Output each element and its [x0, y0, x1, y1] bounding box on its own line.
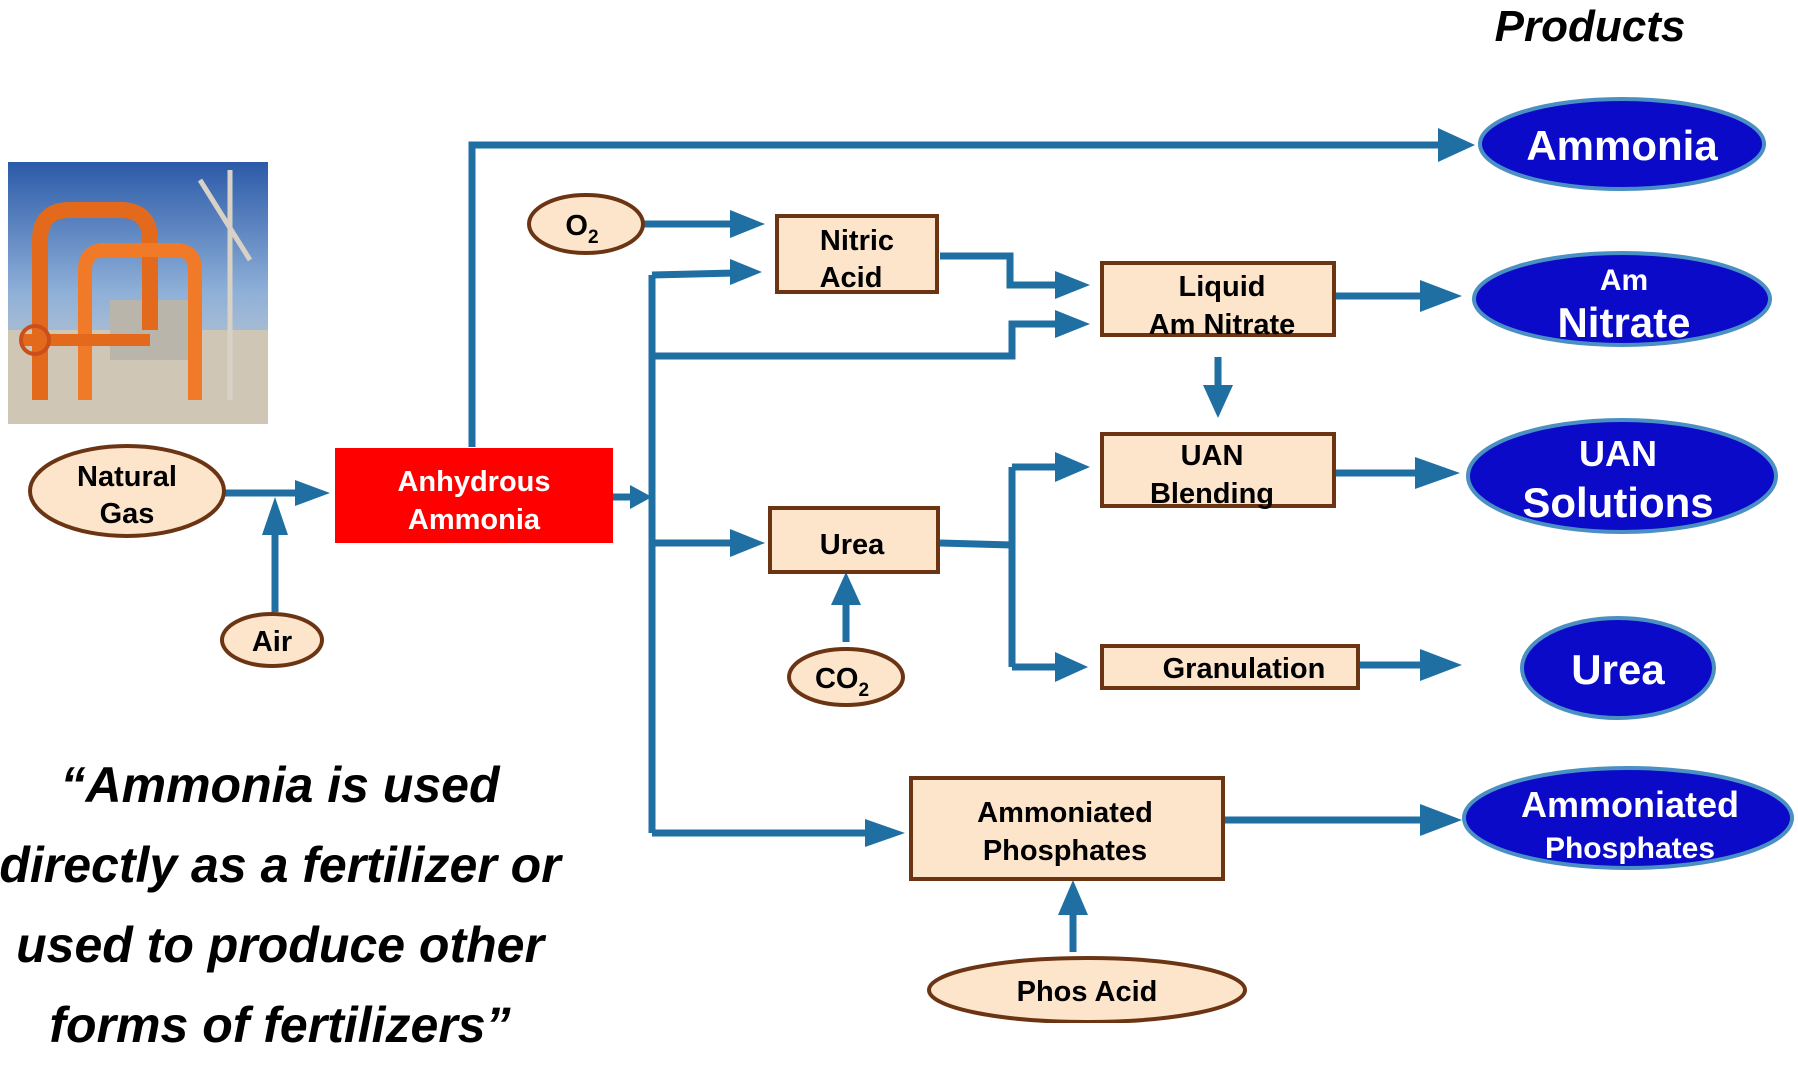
product-urea-label: Urea — [1571, 646, 1665, 693]
urea-process-label: Urea — [820, 529, 885, 561]
granulation-label: Granulation — [1163, 653, 1326, 685]
liquid-am-nitrate-box: Liquid Am Nitrate — [1100, 261, 1336, 341]
urea-box: Urea — [768, 506, 940, 574]
phos-acid-input: Phos Acid — [927, 956, 1247, 1023]
product-ammoniated-phosphates: Ammoniated Phosphates — [1462, 766, 1794, 870]
product-am-nitrate-label-1: Am — [1600, 264, 1648, 297]
product-uan-solutions-label-1: UAN — [1579, 433, 1657, 474]
quote-line-4: forms of fertilizers” — [49, 997, 511, 1053]
nitric-acid-label-1: Nitric — [820, 225, 894, 257]
product-uan-solutions: UAN Solutions — [1466, 418, 1778, 534]
ammonia-process-diagram: Natural Gas Air O2 CO2 Phos Acid Anhydro… — [8, 97, 1794, 1023]
ammoniated-phosphates-label-2: Phosphates — [983, 835, 1147, 867]
product-ammonia-label: Ammonia — [1526, 122, 1718, 169]
ammoniated-phosphates-box: Ammoniated Phosphates — [909, 776, 1225, 881]
ammoniated-phosphates-label-1: Ammoniated — [977, 797, 1153, 829]
air-input: Air — [220, 612, 324, 668]
product-ammoniated-phosphates-label-1: Ammoniated — [1521, 784, 1739, 825]
product-urea: Urea — [1520, 616, 1716, 720]
air-label: Air — [252, 626, 292, 658]
natural-gas-input: Natural Gas — [28, 444, 226, 538]
uan-blending-label-1: UAN — [1181, 440, 1244, 472]
product-uan-solutions-label-2: Solutions — [1522, 479, 1713, 526]
arrow-ammonia-to-product — [468, 141, 1440, 447]
liquid-am-nitrate-label-1: Liquid — [1179, 271, 1266, 303]
nitric-acid-label-2: Acid — [820, 262, 883, 294]
o2-label: O — [565, 210, 588, 242]
co2-subscript: 2 — [858, 680, 869, 701]
ammonia-quote: “Ammonia is used directly as a fertilize… — [0, 745, 600, 1065]
connectors — [224, 128, 1475, 952]
product-am-nitrate-label-2: Nitrate — [1557, 299, 1690, 346]
anhydrous-ammonia-box: Anhydrous Ammonia — [335, 448, 613, 543]
natural-gas-label-1: Natural — [77, 461, 177, 493]
uan-blending-box: UAN Blending — [1100, 432, 1336, 510]
product-ammoniated-phosphates-label-2: Phosphates — [1545, 832, 1715, 865]
co2-input: CO2 — [787, 647, 905, 707]
nitric-acid-box: Nitric Acid — [775, 214, 939, 294]
natural-gas-label-2: Gas — [100, 498, 155, 530]
uan-blending-label-2: Blending — [1150, 478, 1274, 510]
quote-line-1: “Ammonia is used — [60, 757, 500, 813]
product-ammonia: Ammonia — [1478, 97, 1766, 191]
quote-line-3: used to produce other — [16, 917, 544, 973]
quote-line-2: directly as a fertilizer or — [0, 837, 561, 893]
svg-text:O2: O2 — [565, 210, 598, 248]
anhydrous-ammonia-label-2: Ammonia — [408, 504, 541, 536]
granulation-box: Granulation — [1100, 644, 1360, 690]
liquid-am-nitrate-label-2: Am Nitrate — [1149, 309, 1296, 341]
products-heading: Products — [1494, 2, 1686, 51]
phos-acid-label: Phos Acid — [1017, 976, 1158, 1008]
o2-subscript: 2 — [588, 227, 599, 248]
ammonia-plant-pipes-photo — [8, 162, 268, 424]
co2-label: CO — [815, 663, 859, 695]
svg-text:CO2: CO2 — [815, 663, 869, 701]
o2-input: O2 — [527, 193, 645, 255]
product-am-nitrate: Am Nitrate — [1472, 251, 1772, 347]
anhydrous-ammonia-label-1: Anhydrous — [397, 466, 550, 498]
